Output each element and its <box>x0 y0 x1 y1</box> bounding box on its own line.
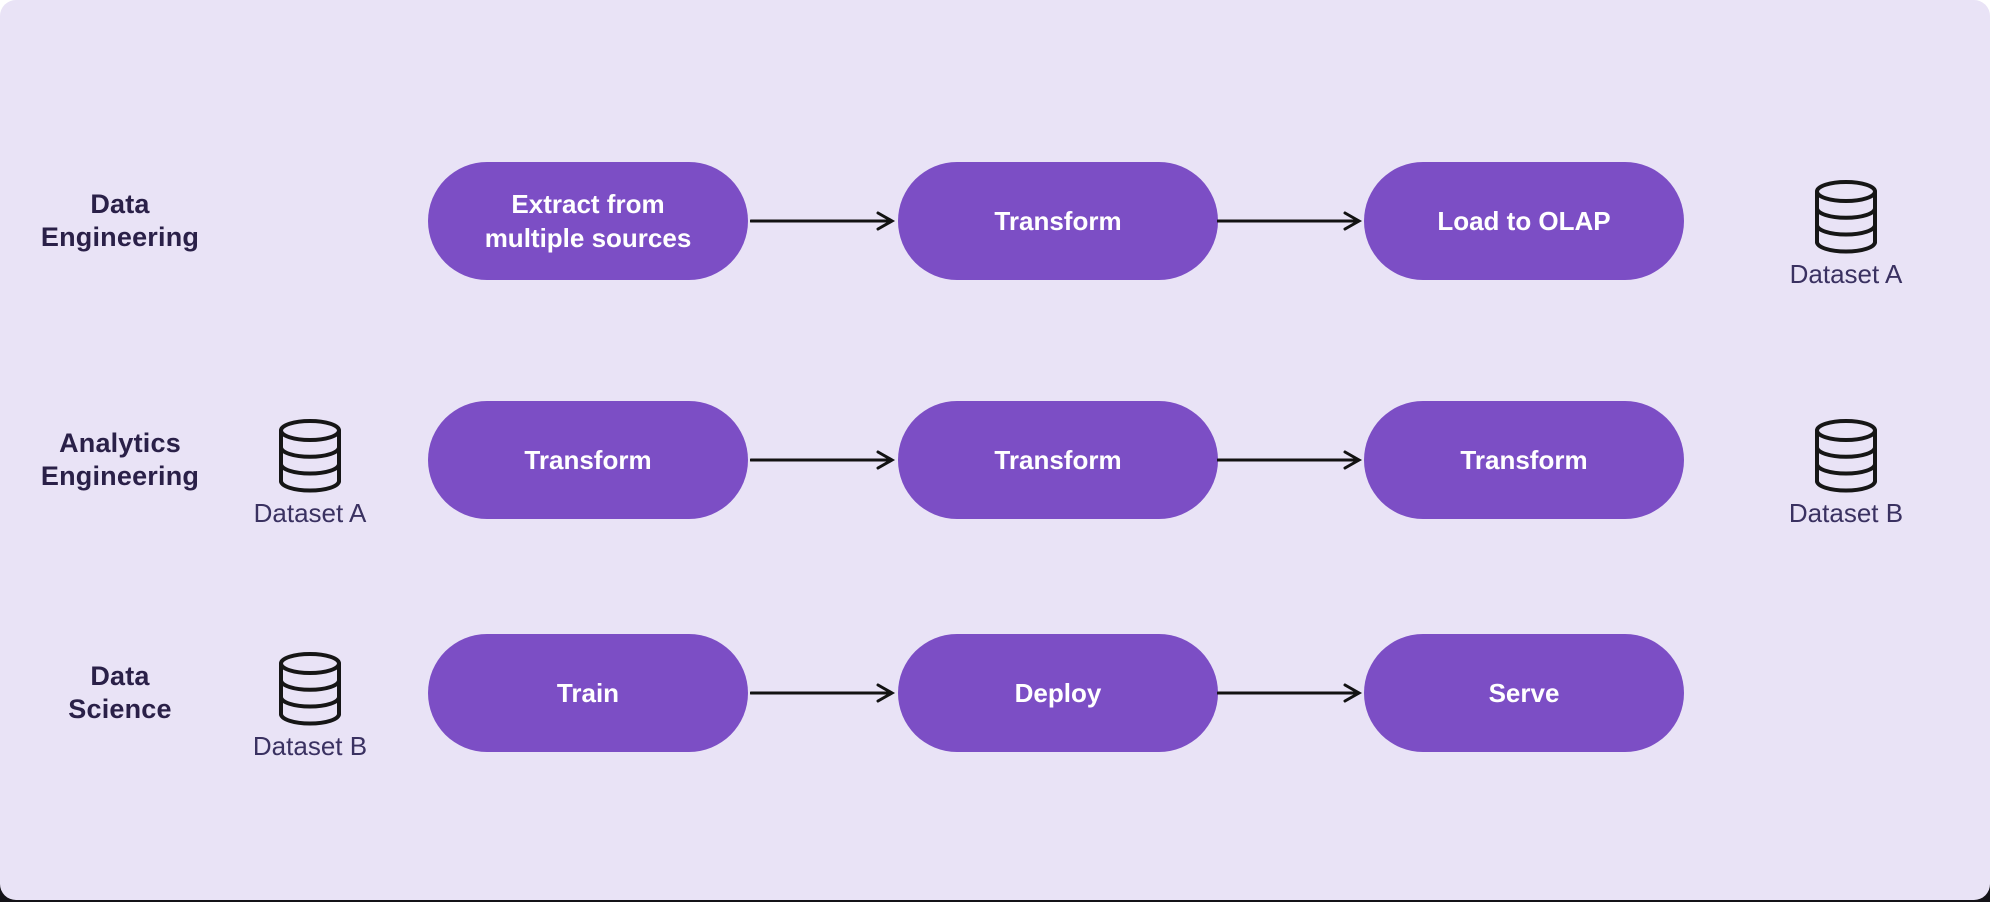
row-label-data-engineering: Data Engineering <box>20 188 220 254</box>
dataset-a-input: Dataset A <box>235 419 385 529</box>
node-label: Serve <box>1488 678 1560 708</box>
node-transform-row2-1: Transform <box>428 401 748 519</box>
row-label-line: Engineering <box>40 222 200 252</box>
node-label: Transform <box>1460 445 1588 475</box>
row-label-line: Analytics <box>59 428 181 458</box>
dataset-b-input: Dataset B <box>235 652 385 762</box>
row-data-engineering: Data Engineering Extract from multiple s… <box>0 162 1990 289</box>
node-transform-row2-2: Transform <box>898 401 1218 519</box>
database-icon <box>278 419 342 493</box>
row-label-line: Data <box>90 661 150 691</box>
node-label: Extract from multiple sources <box>484 189 692 253</box>
row-analytics-engineering: Analytics Engineering Dataset A Transfor… <box>0 401 1990 528</box>
dataset-a-output: Dataset A <box>1771 180 1921 290</box>
node-label: Train <box>556 678 620 708</box>
row-label-data-science: Data Science <box>20 660 220 726</box>
node-label: Transform <box>524 445 652 475</box>
node-label: Transform <box>994 206 1122 236</box>
dataset-label: Dataset A <box>1789 259 1903 289</box>
dataset-b-output: Dataset B <box>1771 419 1921 529</box>
row-data-science: Data Science Dataset B Train Deploy Serv… <box>0 634 1990 761</box>
arrow-right-icon <box>1217 208 1363 234</box>
arrow-right-icon <box>1217 680 1363 706</box>
row-label-line: Data <box>90 189 150 219</box>
dataset-label: Dataset A <box>253 498 367 528</box>
row-label-line: Science <box>68 694 172 724</box>
node-serve: Serve <box>1364 634 1684 752</box>
node-transform-row2-3: Transform <box>1364 401 1684 519</box>
node-train: Train <box>428 634 748 752</box>
row-label-line: Engineering <box>40 461 200 491</box>
database-icon <box>1814 180 1878 254</box>
dataset-label: Dataset B <box>252 731 368 761</box>
node-extract-from-multiple-sources: Extract from multiple sources <box>428 162 748 280</box>
node-load-to-olap: Load to OLAP <box>1364 162 1684 280</box>
database-icon <box>1814 419 1878 493</box>
node-transform-row1: Transform <box>898 162 1218 280</box>
arrow-right-icon <box>750 447 896 473</box>
node-label: Transform <box>994 445 1122 475</box>
node-label: Load to OLAP <box>1437 206 1611 236</box>
row-label-analytics-engineering: Analytics Engineering <box>20 427 220 493</box>
node-label: Deploy <box>1014 678 1102 708</box>
dataset-label: Dataset B <box>1788 498 1904 528</box>
database-icon <box>278 652 342 726</box>
arrow-right-icon <box>750 208 896 234</box>
arrow-right-icon <box>750 680 896 706</box>
node-deploy: Deploy <box>898 634 1218 752</box>
arrow-right-icon <box>1217 447 1363 473</box>
